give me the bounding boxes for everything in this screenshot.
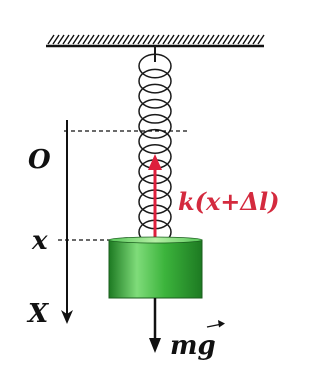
hatch-mark — [212, 34, 220, 45]
hatch-mark — [127, 34, 135, 45]
hatch-mark — [247, 34, 255, 45]
hatch-mark — [72, 34, 80, 45]
hatch-mark — [117, 34, 125, 45]
hatch-mark — [147, 34, 155, 45]
hatch-mark — [82, 34, 90, 45]
axis-label: X — [26, 299, 50, 329]
block-icon — [108, 236, 203, 299]
hatch-mark — [52, 34, 60, 45]
hatch-mark — [132, 34, 140, 45]
spring-coil — [138, 68, 172, 94]
hatch-mark — [257, 34, 265, 45]
origin-label: O — [28, 145, 51, 175]
hatch-mark — [177, 34, 185, 45]
hatch-mark — [102, 34, 110, 45]
spring-coil — [138, 83, 172, 109]
hatch-mark — [62, 34, 70, 45]
spring-force-label: k(x+Δl) — [178, 187, 280, 216]
hatch-mark — [187, 34, 195, 45]
hatch-mark — [202, 34, 210, 45]
hatch-mark — [97, 34, 105, 45]
hatch-mark — [217, 34, 225, 45]
hatch-mark — [192, 34, 200, 45]
hatch-mark — [237, 34, 245, 45]
hatch-mark — [87, 34, 95, 45]
hatch-mark — [47, 34, 55, 45]
hatch-mark — [232, 34, 240, 45]
hatch-mark — [107, 34, 115, 45]
hatch-mark — [197, 34, 205, 45]
x-axis-arrow — [61, 120, 73, 324]
weight-arrow — [149, 298, 161, 353]
hatch-mark — [222, 34, 230, 45]
hatch-mark — [92, 34, 100, 45]
hatch-mark — [167, 34, 175, 45]
weight-label: mg — [170, 331, 216, 361]
vector-arrow-icon — [206, 320, 225, 328]
hatch-mark — [57, 34, 65, 45]
spring-force-arrow — [148, 154, 162, 240]
hatch-mark — [172, 34, 180, 45]
position-label: x — [31, 226, 48, 256]
ceiling-icon — [46, 34, 265, 48]
hatch-mark — [182, 34, 190, 45]
hatch-mark — [252, 34, 260, 45]
hatch-mark — [122, 34, 130, 45]
hatch-mark — [227, 34, 235, 45]
hatch-mark — [77, 34, 85, 45]
hatch-mark — [157, 34, 165, 45]
hatch-mark — [152, 34, 160, 45]
hatch-mark — [142, 34, 150, 45]
hatch-mark — [112, 34, 120, 45]
hatch-mark — [242, 34, 250, 45]
hatch-mark — [207, 34, 215, 45]
spring-coil — [138, 53, 172, 79]
hatch-mark — [67, 34, 75, 45]
spring-coil — [138, 128, 172, 154]
spring-coil — [138, 113, 172, 139]
spring-coil — [138, 98, 172, 124]
hatch-mark — [137, 34, 145, 45]
hatch-mark — [162, 34, 170, 45]
